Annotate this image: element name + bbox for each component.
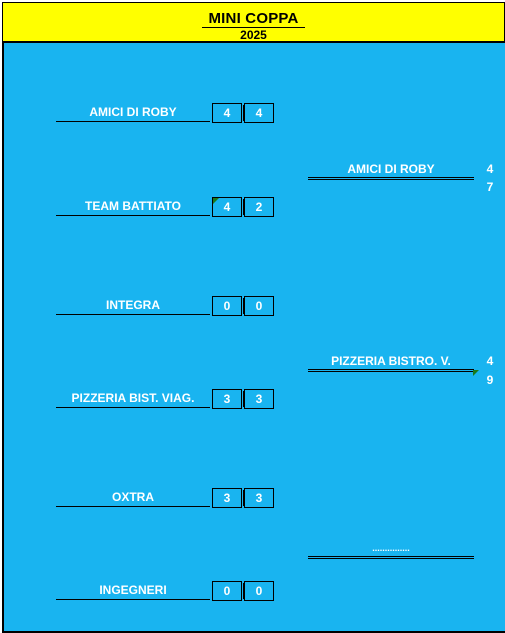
round2-team-cell[interactable]: PIZZERIA BISTRO. V. [308,353,474,372]
score-cell[interactable]: 3 [212,389,245,409]
comment-marker-icon[interactable] [213,198,219,204]
round2-team-cell[interactable]: ............... [308,540,474,559]
comment-marker-icon[interactable] [473,370,479,376]
score-cell[interactable]: 3 [244,488,274,508]
score-cell[interactable]: 0 [244,581,274,601]
team-cell[interactable]: OXTRA [56,488,210,507]
round2-score-cell[interactable]: 7 [486,180,494,194]
tournament-title[interactable]: MINI COPPA [3,10,504,28]
score-cell[interactable]: 4 [244,103,274,123]
bracket-area [2,43,505,633]
score-cell[interactable]: 0 [244,296,274,316]
score-cell[interactable]: 4 [212,103,245,123]
round2-team-cell[interactable]: AMICI DI ROBY [308,161,474,180]
tournament-year[interactable]: 2025 [238,28,269,43]
score-cell[interactable]: 2 [244,197,274,217]
score-cell[interactable]: 0 [212,581,245,601]
score-cell[interactable]: 3 [244,389,274,409]
team-cell[interactable]: INGEGNERI [56,581,210,600]
round2-score-cell[interactable]: 4 [486,162,494,176]
score-cell[interactable]: 0 [212,296,245,316]
round2-score-cell[interactable]: 9 [486,373,494,387]
round2-score-cell[interactable]: 4 [486,354,494,368]
team-cell[interactable]: TEAM BATTIATO [56,197,210,216]
team-cell[interactable]: PIZZERIA BIST. VIAG. [56,389,210,408]
score-cell[interactable]: 3 [212,488,245,508]
team-cell[interactable]: AMICI DI ROBY [56,103,210,122]
team-cell[interactable]: INTEGRA [56,296,210,315]
header-banner: MINI COPPA 2025 [2,2,505,43]
